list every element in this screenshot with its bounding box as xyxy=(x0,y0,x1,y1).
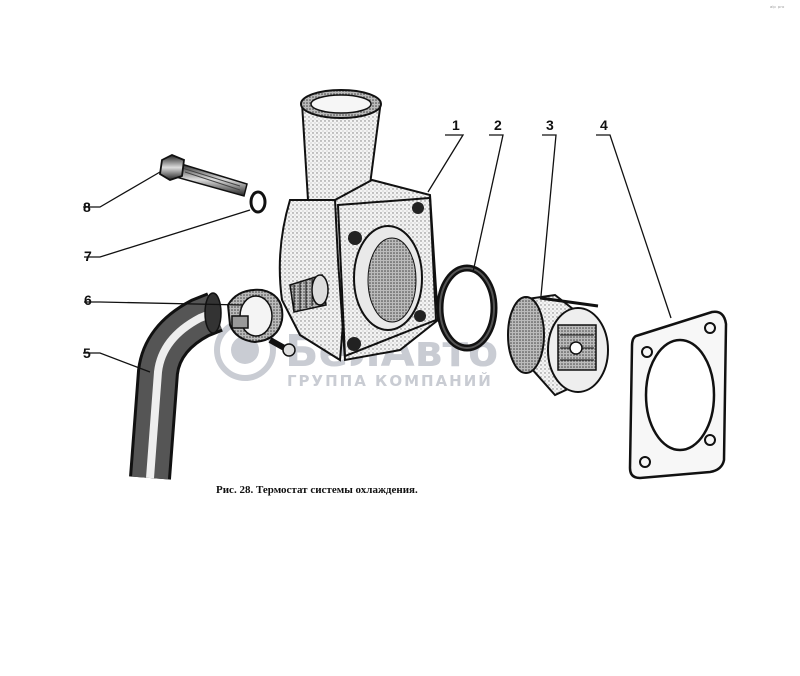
callout-labels: 1 2 3 4 5 6 7 8 xyxy=(83,117,608,361)
callout-6: 6 xyxy=(84,292,92,308)
leader-3 xyxy=(540,134,557,297)
washer xyxy=(249,190,267,214)
leader-6 xyxy=(84,301,243,306)
figure-caption: Рис. 28. Термостат системы охлаждения. xyxy=(216,484,418,496)
bypass-hose xyxy=(129,292,223,480)
callout-8: 8 xyxy=(83,199,91,215)
leader-7 xyxy=(84,209,251,258)
watermark-subtitle: ГРУППА КОМПАНИЙ xyxy=(287,371,493,390)
bolt xyxy=(159,154,248,197)
ring-gasket xyxy=(436,264,498,352)
corner-mark: ᵃˡᵖ ᵖʳᵒ xyxy=(770,5,785,12)
leader-8 xyxy=(83,171,161,208)
leader-lines xyxy=(83,134,672,373)
thermostat-housing xyxy=(278,89,440,362)
thermostat-valve xyxy=(507,293,609,397)
leader-4 xyxy=(596,134,672,319)
flat-gasket xyxy=(628,310,728,480)
leader-5 xyxy=(83,352,151,373)
leader-2 xyxy=(472,134,504,273)
callout-1: 1 xyxy=(452,117,460,133)
callout-2: 2 xyxy=(494,117,502,133)
leader-1 xyxy=(427,134,465,193)
hose-clamp xyxy=(226,288,296,357)
callout-5: 5 xyxy=(83,345,91,361)
callout-7: 7 xyxy=(84,248,92,264)
callout-4: 4 xyxy=(600,117,608,133)
callout-3: 3 xyxy=(546,117,554,133)
